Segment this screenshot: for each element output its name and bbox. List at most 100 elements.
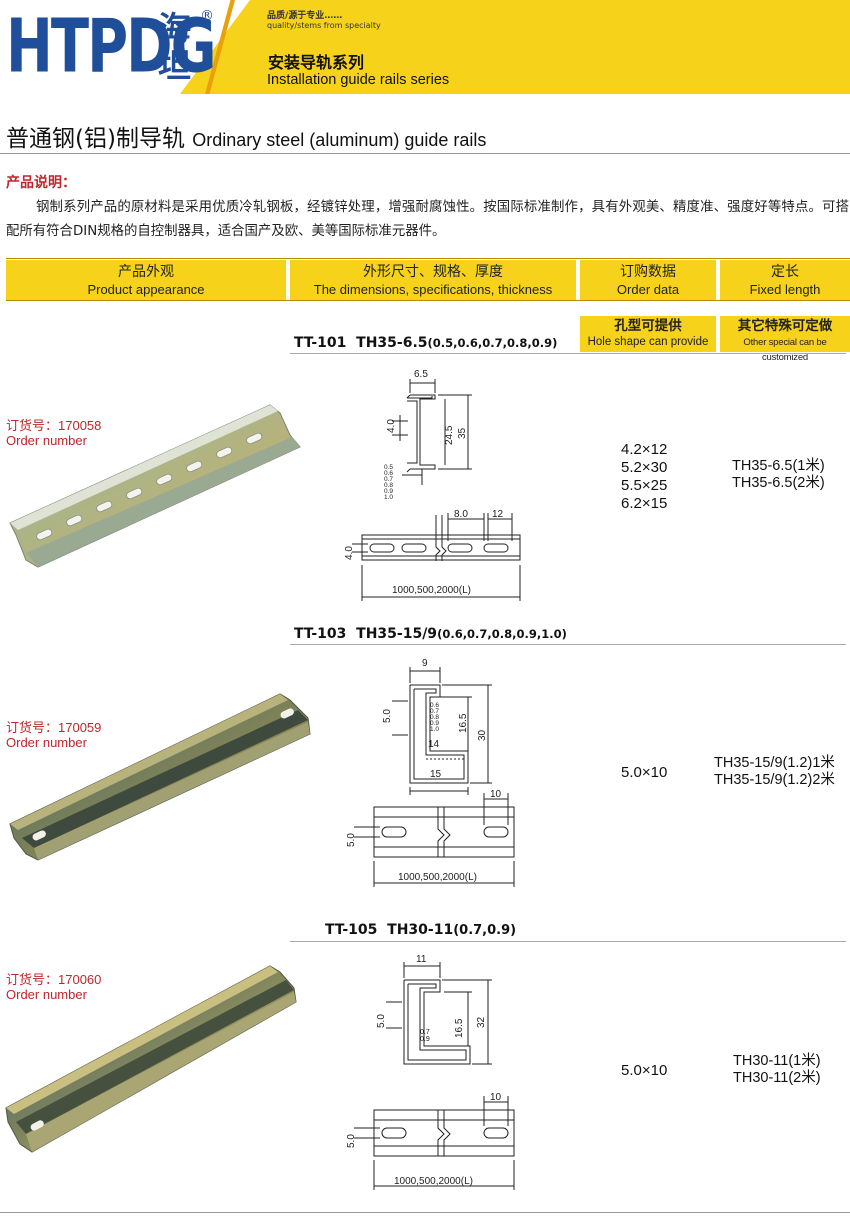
col-header-dimensions: 外形尺寸、规格、厚度 The dimensions, specification… xyxy=(290,260,576,300)
hole-size-list: 4.2×12 5.2×30 5.5×25 6.2×15 xyxy=(621,441,667,513)
product-spec: TH30-11 xyxy=(387,922,454,938)
rail-drawing-tt105: 11 5.0 16.5 32 0.7 0.9 10 5.0 1000,500,2… xyxy=(346,954,515,1190)
length-option: TH30-11(1米) xyxy=(733,1053,821,1069)
dim-slot-h: 4.0 xyxy=(344,546,355,560)
length-option: TH30-11(2米) xyxy=(733,1070,821,1086)
length-list: TH35-15/9(1.2)1米 TH35-15/9(1.2)2米 xyxy=(714,755,835,789)
description-text: 钢制系列产品的原材料是采用优质冷轧钢板，经镀锌处理，增强耐腐蚀性。按国际标准制作… xyxy=(6,200,849,239)
col-header-appearance-cn: 产品外观 xyxy=(118,264,174,280)
subheader-custom: 其它特殊可定做 Other special can be customized xyxy=(720,316,850,363)
table-header-rule-bottom xyxy=(6,300,850,301)
dim-thickness-list: 0.6 0.7 0.8 0.9 1.0 xyxy=(430,702,439,733)
col-header-order: 订购数据 Order data xyxy=(580,260,716,300)
dim-slot: 10 xyxy=(490,789,502,800)
dim-thk: 0.9 xyxy=(430,720,439,727)
dim-lengths: 1000,500,2000(L) xyxy=(394,1176,473,1187)
order-number-en: Order number xyxy=(6,735,87,750)
dim-slot: 12 xyxy=(492,509,504,520)
dim-height: 30 xyxy=(477,729,488,741)
description-label: 产品说明： xyxy=(6,175,76,191)
dim-thk: 0.6 xyxy=(384,470,393,477)
page-title-en: Ordinary steel (aluminum) guide rails xyxy=(192,130,487,150)
dim-thickness-list: 0.7 0.9 xyxy=(420,1029,430,1043)
dim-thk: 0.7 xyxy=(420,1029,430,1036)
hole-size-list: 5.0×10 xyxy=(621,764,667,782)
order-number-en: Order number xyxy=(6,987,87,1002)
page-title-cn: 普通钢(铝)制导轨 xyxy=(6,126,185,152)
col-header-length-cn: 定长 xyxy=(771,264,799,280)
col-header-length: 定长 Fixed length xyxy=(720,260,850,300)
product-spec: TH35-15/9 xyxy=(356,626,438,642)
hole-size: 4.2×12 xyxy=(621,441,668,458)
length-list: TH30-11(1米) TH30-11(2米) xyxy=(733,1053,821,1087)
col-header-dimensions-cn: 外形尺寸、规格、厚度 xyxy=(363,264,503,280)
dim-top-width: 6.5 xyxy=(414,369,428,380)
dim-inner-width: 14 xyxy=(428,739,440,750)
dim-thk: 0.8 xyxy=(384,482,393,489)
order-number-en: Order number xyxy=(6,433,87,448)
dim-thk: 0.5 xyxy=(384,464,393,471)
col-header-order-cn: 订购数据 xyxy=(620,264,676,280)
length-option: TH35-15/9(1.2)1米 xyxy=(714,755,835,771)
dim-slot-h: 5.0 xyxy=(346,833,357,847)
order-number: 订货号：170060 Order number xyxy=(6,972,101,1002)
brand-logo-cn: 海坦 xyxy=(158,9,191,85)
brand-logo: HTPDG xyxy=(6,4,217,90)
dim-thk: 0.6 xyxy=(430,702,439,709)
hole-size: 5.5×25 xyxy=(621,477,668,494)
length-option: TH35-15/9(1.2)2米 xyxy=(714,772,835,788)
product-model: TT-101 xyxy=(294,335,347,351)
order-number-cn: 订货号：170060 xyxy=(6,972,102,987)
subheader-hole-cn: 孔型可提供 xyxy=(614,318,682,334)
dim-thk: 1.0 xyxy=(384,494,393,501)
rail-photo-tt105 xyxy=(5,965,297,1153)
hole-size-list: 5.0×10 xyxy=(621,1062,667,1080)
dim-top-width: 11 xyxy=(416,954,427,965)
dim-thk: 0.7 xyxy=(430,708,439,715)
col-header-order-en: Order data xyxy=(616,282,680,297)
dim-lengths: 1000,500,2000(L) xyxy=(392,585,471,596)
series-title-cn: 安装导轨系列 xyxy=(268,53,365,72)
dim-side: 4.0 xyxy=(386,419,397,433)
product-model-line: TT-105 TH30-11(0.7,0.9) xyxy=(325,922,516,938)
page-title: 普通钢(铝)制导轨 Ordinary steel (aluminum) guid… xyxy=(6,119,486,153)
product-rule xyxy=(290,644,846,645)
length-option: TH35-6.5(2米) xyxy=(732,475,825,491)
dim-thk: 0.9 xyxy=(384,488,393,495)
dim-thickness-list: 0.5 0.6 0.7 0.8 0.9 1.0 xyxy=(384,464,393,501)
hole-size: 5.0×10 xyxy=(621,764,668,781)
subheader-hole-en: Hole shape can provide xyxy=(587,336,709,348)
rail-photo-tt101 xyxy=(9,404,301,568)
rail-drawing-tt101: 6.5 4.0 24.5 35 0.5 0.6 0.7 0.8 0.9 1.0 … xyxy=(344,369,521,601)
dim-top-width: 9 xyxy=(422,658,428,669)
product-thickness: (0.5,0.6,0.7,0.8,0.9) xyxy=(427,336,558,350)
order-number-cn: 订货号：170059 xyxy=(6,720,102,735)
col-header-length-en: Fixed length xyxy=(749,282,821,297)
subheader-custom-en: Other special can be customized xyxy=(743,337,827,363)
dim-side: 5.0 xyxy=(376,1014,387,1028)
dim-thk: 1.0 xyxy=(430,726,439,733)
registered-mark: ® xyxy=(200,8,214,24)
dim-thk: 0.7 xyxy=(384,476,393,483)
dim-height: 32 xyxy=(476,1016,487,1028)
order-number-cn: 订货号：170058 xyxy=(6,418,102,433)
col-header-appearance-en: Product appearance xyxy=(87,282,205,297)
dim-pitch: 8.0 xyxy=(454,509,468,520)
dim-height: 35 xyxy=(457,427,468,439)
dim-thk: 0.9 xyxy=(420,1036,430,1043)
product-model: TT-105 xyxy=(325,922,378,938)
dim-thk: 0.8 xyxy=(430,714,439,721)
hole-size: 6.2×15 xyxy=(621,495,668,512)
subheader-hole: 孔型可提供 Hole shape can provide xyxy=(580,316,716,352)
product-rule xyxy=(290,353,846,354)
product-model-line: TT-103 TH35-15/9(0.6,0.7,0.8,0.9,1.0) xyxy=(294,626,567,642)
footer-divider xyxy=(0,1212,850,1213)
subheader-custom-cn: 其它特殊可定做 xyxy=(737,318,833,334)
slogan-en: quality/stems from specialty xyxy=(267,21,381,30)
product-thickness: (0.7,0.9) xyxy=(453,923,517,938)
col-header-appearance: 产品外观 Product appearance xyxy=(6,260,286,300)
dim-side: 5.0 xyxy=(382,709,393,723)
dim-bottom-width: 15 xyxy=(430,769,442,780)
product-model: TT-103 xyxy=(294,626,347,642)
dim-slot-h: 5.0 xyxy=(346,1134,357,1148)
